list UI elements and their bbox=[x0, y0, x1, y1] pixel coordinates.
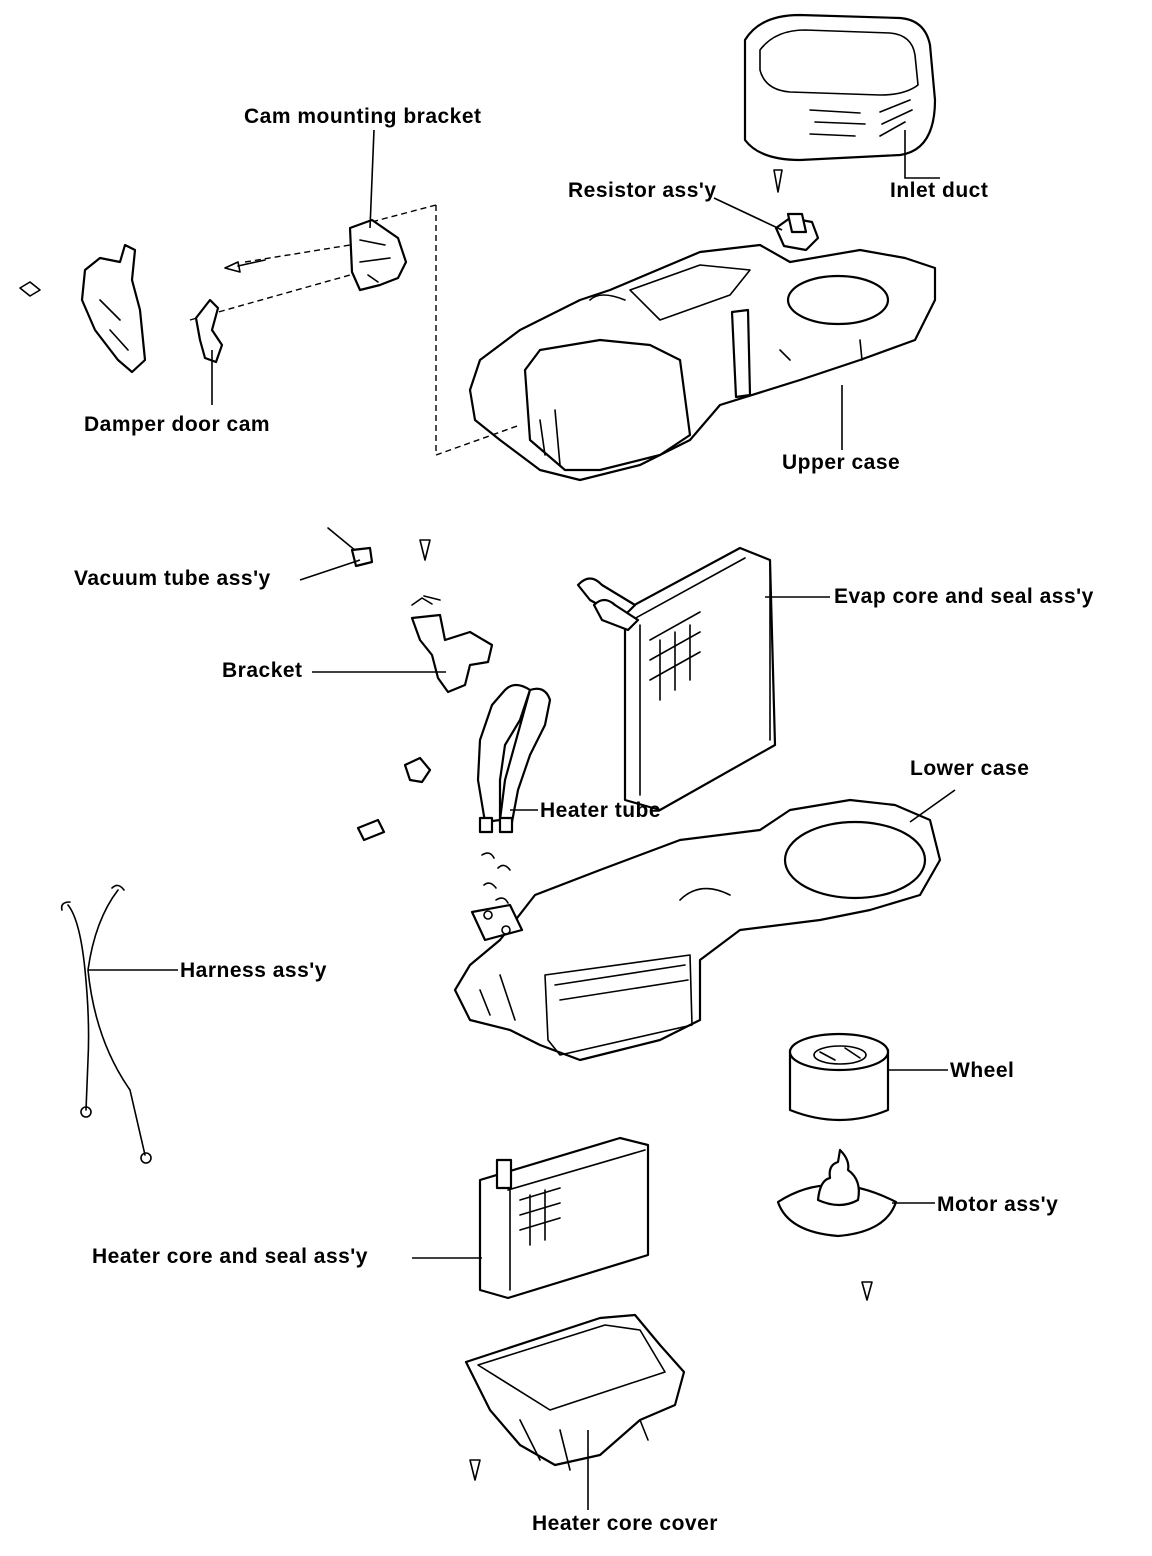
label-wheel: Wheel bbox=[950, 1059, 1015, 1082]
inlet-duct-part bbox=[743, 13, 937, 162]
label-motor-assy: Motor ass'y bbox=[937, 1193, 1059, 1216]
screw-icon bbox=[861, 1281, 873, 1301]
clip-icon bbox=[403, 756, 432, 784]
heater-tube-part bbox=[476, 683, 552, 834]
leader-cam-mounting-bracket bbox=[369, 129, 375, 229]
evap-core-part bbox=[576, 546, 777, 812]
heater-core-part bbox=[478, 1136, 650, 1300]
label-damper-door-cam: Damper door cam bbox=[84, 413, 271, 436]
label-cam-mounting-bracket: Cam mounting bracket bbox=[244, 105, 482, 128]
label-resistor-assy: Resistor ass'y bbox=[568, 179, 717, 202]
lower-case-part bbox=[453, 798, 942, 1062]
heater-core-cover-part bbox=[464, 1313, 686, 1471]
motor-part bbox=[776, 1148, 898, 1238]
upper-case-part bbox=[468, 243, 937, 482]
actuator-part bbox=[80, 243, 147, 374]
label-heater-core-and-seal-assy: Heater core and seal ass'y bbox=[92, 1245, 368, 1268]
label-vacuum-tube-assy: Vacuum tube ass'y bbox=[74, 567, 271, 590]
label-heater-tube: Heater tube bbox=[540, 799, 662, 822]
label-evap-core-and-seal-assy: Evap core and seal ass'y bbox=[834, 585, 1094, 608]
damper-door-cam-part bbox=[194, 298, 224, 364]
label-bracket: Bracket bbox=[222, 659, 303, 682]
leader-resistor-assy bbox=[713, 197, 783, 231]
leader-vacuum-tube-assy bbox=[299, 559, 361, 581]
vacuum-tube-part bbox=[327, 527, 374, 568]
resistor-part bbox=[774, 212, 820, 252]
screw-icon bbox=[469, 1459, 481, 1481]
cam-mounting-bracket-part bbox=[348, 218, 408, 292]
bolt-icon bbox=[356, 818, 386, 842]
leader-inlet-duct bbox=[904, 130, 940, 179]
wheel-part bbox=[788, 1032, 890, 1122]
leader-lower-case bbox=[909, 789, 956, 823]
screw-icon bbox=[224, 259, 266, 273]
alignment-line bbox=[189, 274, 351, 321]
label-lower-case: Lower case bbox=[910, 757, 1030, 780]
screw-icon bbox=[419, 539, 431, 561]
harness-part bbox=[60, 884, 152, 1164]
label-heater-core-cover: Heater core cover bbox=[532, 1512, 718, 1535]
alignment-line bbox=[435, 424, 521, 456]
o-ring-icon bbox=[481, 852, 511, 904]
label-inlet-duct: Inlet duct bbox=[890, 179, 989, 202]
alignment-line bbox=[244, 244, 351, 263]
label-harness-assy: Harness ass'y bbox=[180, 959, 327, 982]
label-upper-case: Upper case bbox=[782, 451, 901, 474]
bracket-part bbox=[410, 595, 494, 694]
bolt-icon bbox=[19, 281, 41, 297]
screw-icon bbox=[773, 169, 783, 193]
